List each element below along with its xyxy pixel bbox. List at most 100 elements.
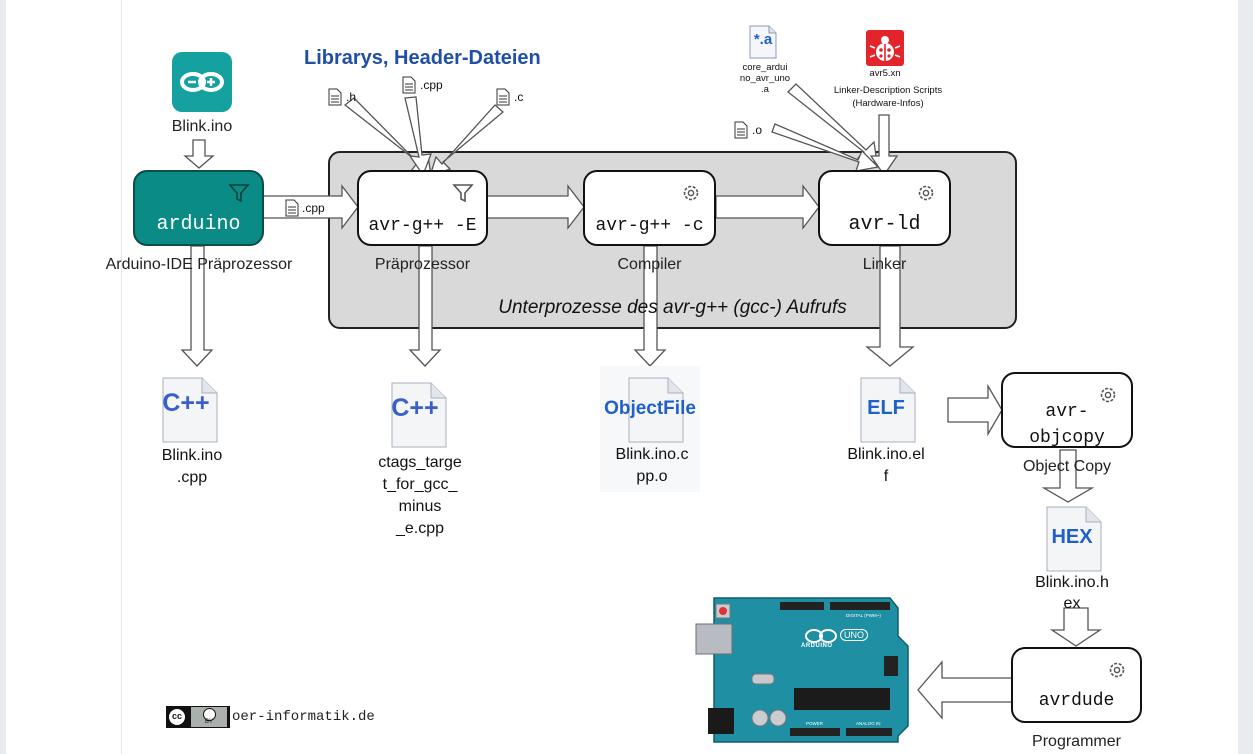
- document-icon: [391, 382, 447, 448]
- arrow-objcopy-down: [1041, 449, 1095, 503]
- objcopy-caption: Object Copy: [1022, 458, 1112, 475]
- pipe-cpp-file-icon: [285, 199, 299, 217]
- elf-badge: ELF: [867, 397, 905, 419]
- cc-license-icon: cc BY: [166, 706, 230, 728]
- object-line-2: pp.o: [636, 468, 668, 485]
- compiler-cmd: avr-g++ -c: [595, 216, 704, 236]
- hex-badge: HEX: [1051, 526, 1093, 548]
- arrow-linker-down: [865, 245, 915, 367]
- linker-node: avr-ld: [818, 170, 951, 246]
- board-analog-label: ANALOG IN: [856, 721, 881, 726]
- blink-ino-label: Blink.ino: [171, 118, 233, 135]
- document-icon: [162, 377, 218, 443]
- cpp-ext-label: .cpp: [420, 78, 443, 92]
- arrow-hex-down: [1049, 607, 1103, 647]
- gear-icon: [918, 185, 934, 201]
- o-ext-label: .o: [752, 123, 763, 137]
- arrow-arduino-to-pre: [262, 184, 359, 230]
- cc-badge-text: cc: [171, 711, 182, 721]
- hex-line-2: ex: [1063, 595, 1081, 612]
- arduino-logo-icon: [172, 52, 232, 112]
- page-edge: [121, 0, 122, 754]
- arduino-cmd: arduino: [156, 213, 241, 236]
- board-model-badge: UNO: [840, 629, 868, 641]
- arrow-cpp-to-pre: [404, 96, 432, 177]
- arrow-c-to-pre: [428, 104, 505, 178]
- ladybug-icon: [866, 30, 904, 66]
- ino-cpp-document: C++: [162, 377, 218, 443]
- c-ext-label: .c: [514, 90, 524, 104]
- elf-document: ELF: [860, 377, 916, 443]
- objcopy-cmd-line-2: objcopy: [1029, 428, 1105, 448]
- header-ext-label: .h: [346, 90, 357, 104]
- ctags-document: C++: [391, 382, 447, 448]
- object-badge: ObjectFile: [604, 398, 696, 419]
- arrow-ld-to-linker: [869, 114, 899, 177]
- arrow-pre-to-compiler: [486, 184, 585, 230]
- ctags-line-4: _e.cpp: [395, 520, 445, 537]
- arrow-ino-to-arduino: [183, 139, 215, 169]
- document-icon: [628, 377, 684, 443]
- compiler-node: avr-g++ -c: [583, 170, 716, 246]
- core-lib-line-2: no_avr_uno: [739, 73, 791, 84]
- object-line-1: Blink.ino.c: [615, 446, 689, 463]
- arduino-caption: Arduino-IDE Präprozessor: [105, 256, 293, 273]
- arrow-compiler-to-linker: [715, 184, 820, 230]
- core-lib-line-1: core_ardui: [742, 62, 788, 73]
- arrow-avrdude-to-board: [917, 660, 1013, 720]
- ctags-line-2: t_for_gcc_: [382, 476, 458, 493]
- objcopy-node: avr- objcopy: [1001, 372, 1133, 448]
- filter-icon: [228, 184, 250, 203]
- ctags-line-3: minus: [398, 498, 442, 515]
- arduino-board-icon: ARDUINO UNO DIGITAL (PWM~) POWER ANALOG …: [694, 596, 912, 744]
- object-input-file-icon: [734, 121, 748, 139]
- hex-document: HEX: [1046, 506, 1102, 572]
- hex-line-1: Blink.ino.h: [1035, 574, 1109, 591]
- elf-line-2: f: [883, 468, 889, 485]
- preprocessor-node: avr-g++ -E: [357, 170, 488, 246]
- subprocess-caption: Unterprozesse des avr-g++ (gcc-) Aufrufs: [498, 297, 847, 318]
- ino-cpp-badge: C++: [162, 389, 210, 417]
- gear-icon: [1109, 662, 1125, 678]
- arrow-arduino-down: [180, 245, 214, 367]
- document-icon: [860, 377, 916, 443]
- linker-script-file: avr5.xn: [869, 68, 901, 79]
- gear-icon: [683, 185, 699, 201]
- right-margin: [1238, 0, 1253, 754]
- linker-scripts-line-2: (Hardware-Infos): [852, 98, 924, 109]
- arrow-elf-to-objcopy: [947, 383, 1003, 437]
- avrdude-caption: Programmer: [1032, 733, 1121, 750]
- ctags-line-1: ctags_targe: [378, 454, 462, 471]
- arrow-pre-down: [408, 245, 442, 367]
- objcopy-cmd-line-1: avr-: [1045, 402, 1089, 422]
- elf-line-1: Blink.ino.el: [847, 446, 925, 463]
- linker-caption: Linker: [862, 256, 907, 273]
- lib-badge: *.a: [753, 31, 773, 48]
- document-icon: [1046, 506, 1102, 572]
- pipe-cpp-label: .cpp: [302, 201, 325, 215]
- arrow-compiler-down: [633, 245, 667, 367]
- object-document: [628, 377, 684, 443]
- board-logo-text: ARDUINO: [801, 643, 833, 649]
- linker-scripts-line-1: Linker-Description Scripts: [833, 85, 943, 96]
- board-power-label: POWER: [806, 721, 824, 726]
- library-file-icon: *.a: [749, 25, 777, 59]
- libraries-heading: Librarys, Header-Dateien: [304, 47, 541, 69]
- ctags-badge: C++: [391, 394, 439, 422]
- cpp-file-icon: [402, 76, 416, 94]
- arduino-node: arduino: [133, 170, 264, 246]
- header-file-icon: [328, 88, 342, 106]
- filter-icon: [452, 184, 474, 203]
- left-margin: [0, 0, 6, 754]
- avrdude-node: avrdude: [1011, 647, 1142, 723]
- linker-cmd: avr-ld: [848, 213, 921, 236]
- ino-cpp-line-2: .cpp: [176, 469, 208, 486]
- ino-cpp-line-1: Blink.ino: [161, 447, 223, 464]
- core-lib-line-3: .a: [761, 84, 769, 95]
- preprocessor-cmd: avr-g++ -E: [368, 216, 477, 236]
- compiler-caption: Compiler: [617, 256, 682, 273]
- c-file-icon: [496, 88, 510, 106]
- cc-by-text: BY: [204, 719, 213, 725]
- arrow-o-to-linker: [771, 123, 880, 172]
